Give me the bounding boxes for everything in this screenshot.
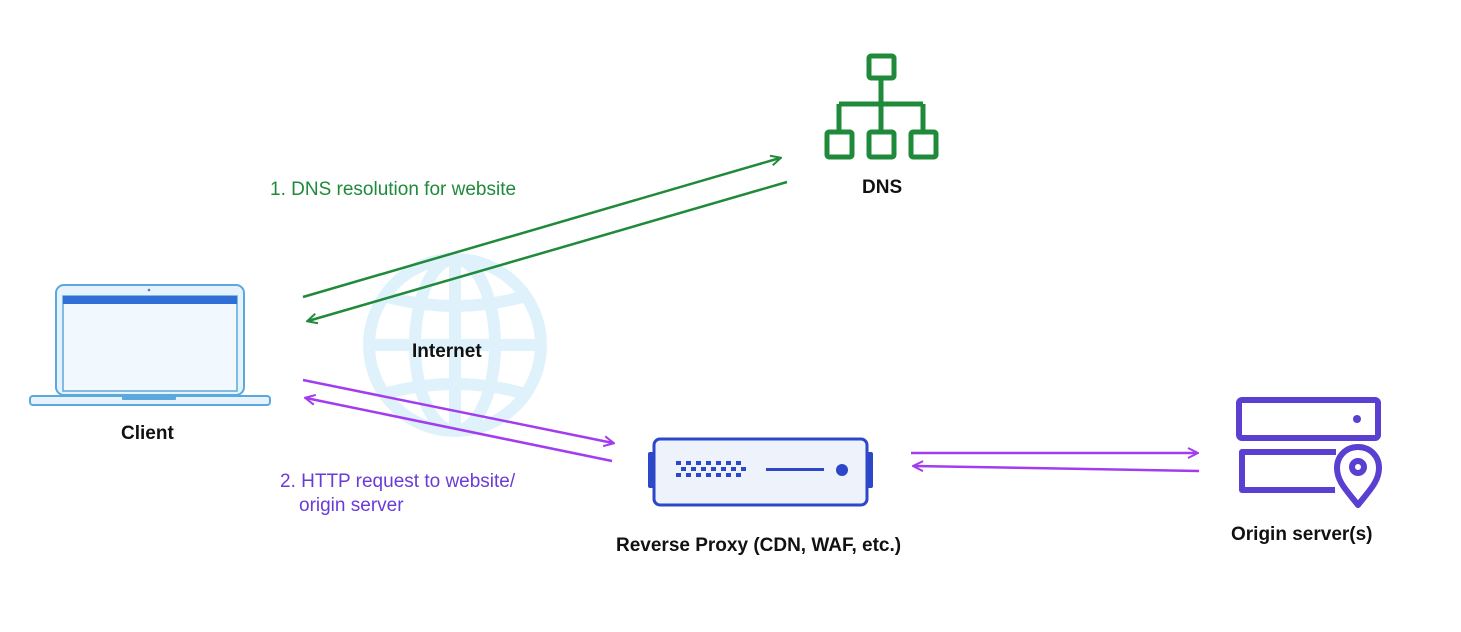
client-label: Client [121, 423, 174, 444]
hierarchy-icon [824, 53, 939, 160]
origin-response-arrow [914, 466, 1200, 473]
dns-response-arrow [308, 180, 788, 321]
http-flow-arrows [302, 378, 1200, 473]
dns-step-label: 1. DNS resolution for website [270, 179, 517, 200]
laptop-icon [29, 284, 271, 406]
http-request-arrow [302, 378, 613, 443]
http-step-label-line2: origin server [299, 495, 404, 516]
internet-label: Internet [412, 341, 482, 362]
http-step-label-line1: 2. HTTP request to website/ [280, 471, 516, 492]
dns-flow-arrows [302, 158, 788, 321]
globe-icon [363, 253, 547, 437]
server-location-icon [1236, 397, 1382, 508]
http-response-arrow [306, 398, 613, 463]
reverse-proxy-label: Reverse Proxy (CDN, WAF, etc.) [616, 535, 902, 556]
dns-request-arrow [302, 158, 780, 299]
dns-label: DNS [862, 177, 903, 198]
reverse-proxy-device-icon [648, 437, 873, 507]
http-step-label: 2. HTTP request to website/ origin serve… [280, 470, 515, 518]
origin-server-label: Origin server(s) [1231, 524, 1373, 545]
